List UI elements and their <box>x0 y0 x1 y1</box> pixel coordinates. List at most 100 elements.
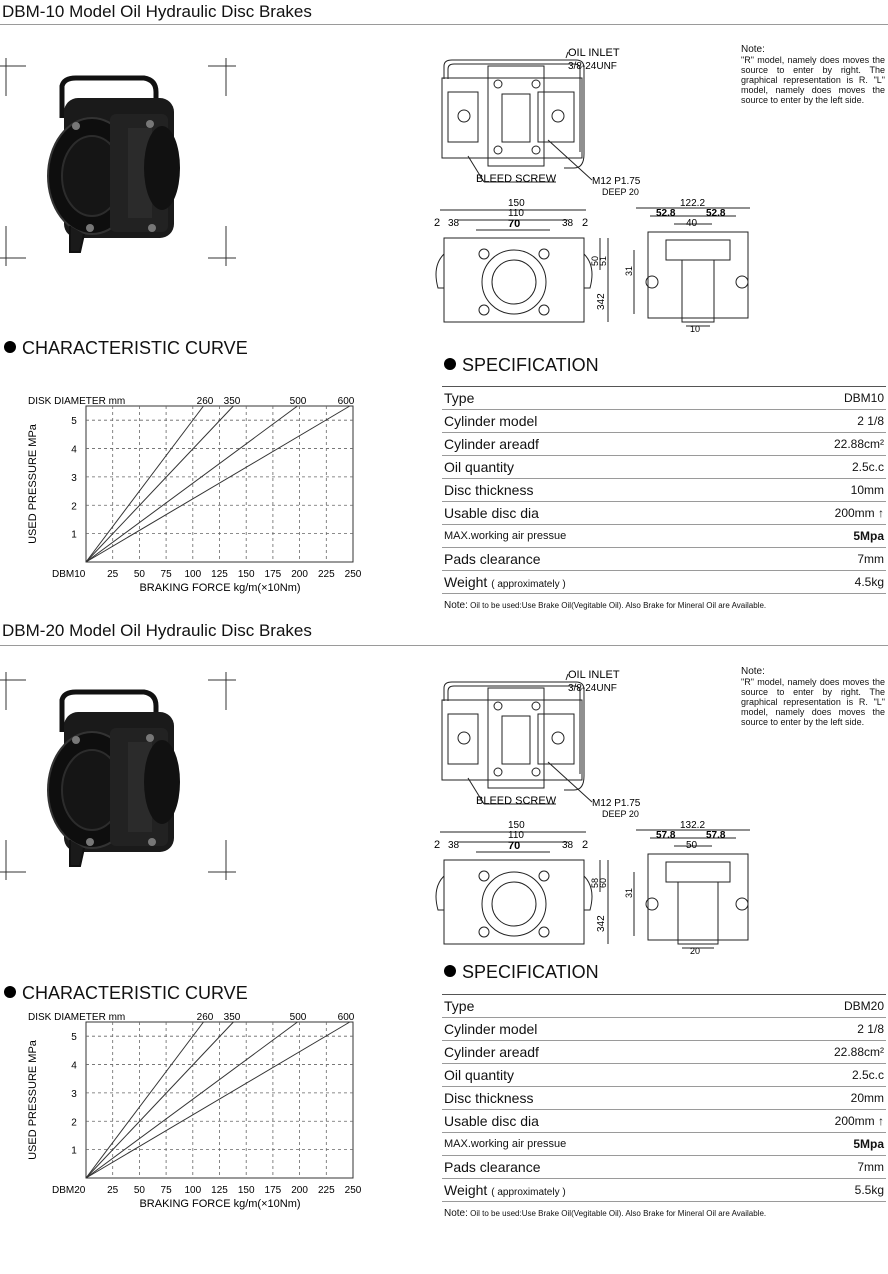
product-photo <box>0 672 236 880</box>
x-origin-label: DBM10 <box>52 569 86 580</box>
dim-50: 50 <box>590 256 600 266</box>
x-tick-label: 100 <box>184 569 201 580</box>
section-divider <box>0 24 888 25</box>
series-label-350: 350 <box>224 396 241 407</box>
dim-342: 342 <box>596 293 607 310</box>
y-tick-label: 4 <box>71 1061 77 1072</box>
thread-label: 3/8-24UNF <box>568 683 617 694</box>
curve-heading: CHARACTERISTIC CURVE <box>4 338 248 359</box>
dim-60: 60 <box>598 878 608 888</box>
dim-51: 51 <box>598 256 608 266</box>
dim-57-8-right: 57.8 <box>706 830 726 841</box>
series-line-600 <box>85 1021 351 1179</box>
x-origin-label: DBM20 <box>52 1185 86 1196</box>
spec-footnote: Note: Oil to be used:Use Brake Oil(Vegit… <box>444 1208 767 1219</box>
series-line-500 <box>85 1021 298 1179</box>
section-title: DBM-10 Model Oil Hydraulic Disc Brakes <box>2 2 312 21</box>
x-tick-label: 225 <box>318 1185 335 1196</box>
dim-2-right: 2 <box>582 839 588 851</box>
series-line-600 <box>85 405 351 563</box>
x-tick-label: 25 <box>107 569 119 580</box>
note-box: Note: "R" model, namely does moves the s… <box>741 666 885 727</box>
x-axis-label: BRAKING FORCE kg/m(×10Nm) <box>139 582 300 594</box>
y-axis-label: USED PRESSURE MPa <box>27 423 39 544</box>
section-title: DBM-20 Model Oil Hydraulic Disc Brakes <box>2 621 312 640</box>
dim-10: 10 <box>690 324 700 334</box>
oil-inlet-label: OIL INLET <box>568 669 620 681</box>
dim-31: 31 <box>624 266 634 276</box>
x-tick-label: 50 <box>134 569 146 580</box>
dim-31: 31 <box>624 888 634 898</box>
y-tick-label: 4 <box>71 445 77 456</box>
bullet-icon <box>444 358 456 370</box>
x-tick-label: 200 <box>291 569 308 580</box>
dim-342: 342 <box>596 915 607 932</box>
x-tick-label: 200 <box>291 1185 308 1196</box>
x-tick-label: 75 <box>161 569 173 580</box>
dim-70: 70 <box>508 840 520 852</box>
series-label-500: 500 <box>290 396 307 407</box>
bullet-icon <box>4 986 16 998</box>
technical-drawing: OIL INLET 3/8-24UNF BLEED SCREW M12 P1.7… <box>434 669 750 956</box>
series-line-260 <box>85 405 204 563</box>
dim-38-right: 38 <box>562 218 574 229</box>
dim-38-right: 38 <box>562 840 574 851</box>
dim-150: 150 <box>508 198 525 209</box>
y-tick-label: 3 <box>71 1089 77 1100</box>
bleed-screw-label: BLEED SCREW <box>476 173 557 185</box>
section-divider <box>0 645 888 646</box>
series-label-260: 260 <box>197 1012 214 1023</box>
series-label-600: 600 <box>338 396 355 407</box>
deep-label: DEEP 20 <box>602 809 639 819</box>
deep-label: DEEP 20 <box>602 187 639 197</box>
x-tick-label: 25 <box>107 1185 119 1196</box>
series-line-500 <box>85 405 298 563</box>
series-line-350 <box>85 405 234 563</box>
x-tick-label: 100 <box>184 1185 201 1196</box>
y-tick-label: 3 <box>71 473 77 484</box>
m12-label: M12 P1.75 <box>592 176 641 187</box>
x-tick-label: 125 <box>211 1185 228 1196</box>
x-tick-label: 75 <box>161 1185 173 1196</box>
note-text: "R" model, namely does moves the source … <box>741 55 885 105</box>
bullet-icon <box>4 341 16 353</box>
series-label-350: 350 <box>224 1012 241 1023</box>
y-tick-label: 5 <box>71 1032 77 1043</box>
dim-2-left: 2 <box>434 217 440 229</box>
y-axis-label: USED PRESSURE MPa <box>27 1039 39 1160</box>
dim-2-right: 2 <box>582 217 588 229</box>
x-tick-label: 50 <box>134 1185 146 1196</box>
dim-110: 110 <box>508 208 524 219</box>
y-tick-label: 5 <box>71 416 77 427</box>
dim-52-8-right: 52.8 <box>706 208 726 219</box>
dim-58: 58 <box>590 878 600 888</box>
x-tick-label: 175 <box>265 1185 282 1196</box>
dim-20: 20 <box>690 946 700 956</box>
series-label-500: 500 <box>290 1012 307 1023</box>
oil-inlet-label: OIL INLET <box>568 47 620 59</box>
note-box: Note: "R" model, namely does moves the s… <box>741 44 885 105</box>
series-line-260 <box>85 1021 204 1179</box>
spec-heading: SPECIFICATION <box>444 962 599 983</box>
disk-diameter-label: DISK DIAMETER mm <box>28 1012 125 1023</box>
spec-heading: SPECIFICATION <box>444 355 599 376</box>
spec-footnote: Note: Oil to be used:Use Brake Oil(Vegit… <box>444 600 767 611</box>
series-label-600: 600 <box>338 1012 355 1023</box>
dim-50: 50 <box>686 840 698 851</box>
table-row: Weight ( approximately )5.5kg <box>442 1178 886 1202</box>
x-tick-label: 175 <box>265 569 282 580</box>
